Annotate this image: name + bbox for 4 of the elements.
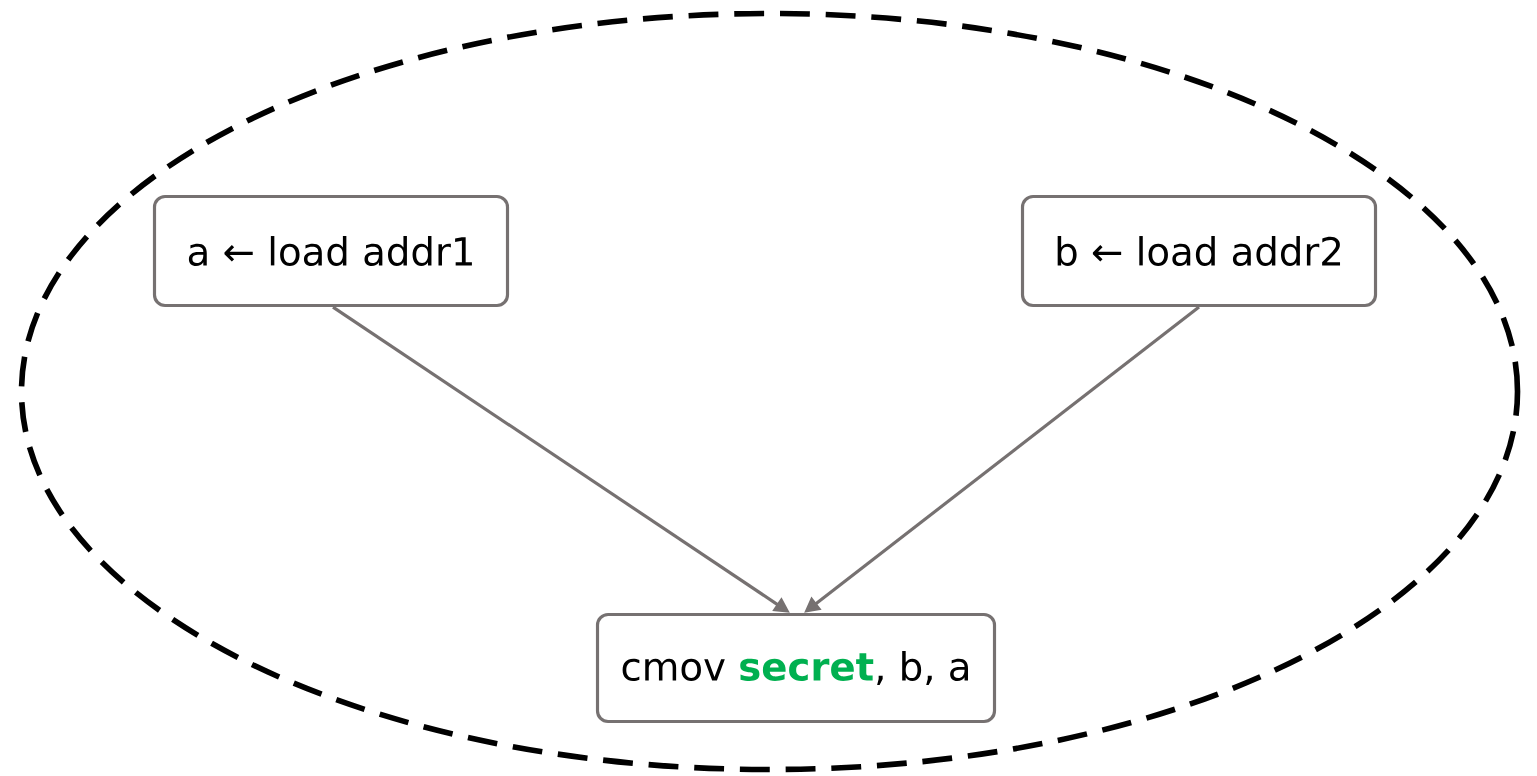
process-box: cmov secret, b, a [595,612,997,724]
process-box: a ← load addr1 [152,194,510,308]
process-box: b ← load addr2 [1020,194,1378,308]
dashed-ellipse [18,10,1521,773]
